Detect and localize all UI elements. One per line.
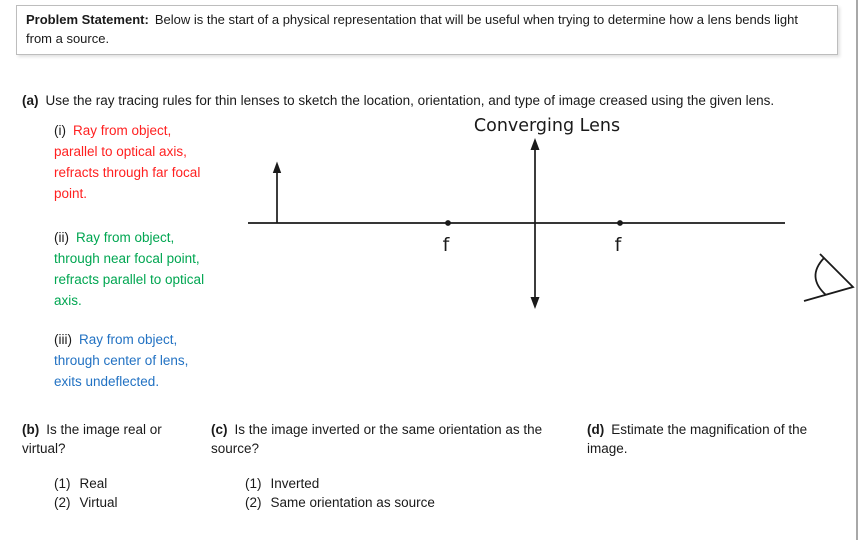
part-d-text: Estimate the magnification of the image. bbox=[587, 422, 808, 456]
part-b-option-1-text: Real bbox=[79, 476, 108, 491]
part-c-label: (c) bbox=[211, 422, 228, 437]
part-c-option-1: (1) Inverted bbox=[245, 475, 435, 494]
part-b-option-1-num: (1) bbox=[54, 476, 71, 491]
focal-point-left-dot bbox=[445, 220, 451, 226]
part-b-text: Is the image real or virtual? bbox=[22, 422, 162, 456]
part-c-options: (1) Inverted (2) Same orientation as sourc… bbox=[245, 475, 435, 512]
focal-point-right-dot bbox=[617, 220, 623, 226]
part-a-prompt: (a) Use the ray tracing rules for thin le… bbox=[22, 91, 802, 110]
part-b-option-2-text: Virtual bbox=[79, 494, 118, 510]
part-c-option-2-text: Same orientation as source bbox=[270, 494, 435, 510]
focal-left-label: f bbox=[443, 234, 451, 256]
part-b-option-2: (2) Virtual bbox=[54, 494, 118, 513]
part-b-options: (1) Real (2) Virtual bbox=[54, 475, 118, 512]
ray-rule-iii-text: Ray from object, through center of lens,… bbox=[54, 332, 189, 389]
ray-rule-ii-label: (ii) bbox=[54, 230, 69, 245]
part-c-question: (c)Is the image inverted or the same ori… bbox=[211, 421, 571, 458]
ray-rule-iii-label: (iii) bbox=[54, 332, 72, 347]
problem-statement-text: Below is the start of a physical represe… bbox=[26, 12, 798, 46]
part-c-option-1-text: Inverted bbox=[270, 476, 320, 491]
ray-rule-ii-text: Ray from object, through near focal poin… bbox=[54, 230, 205, 308]
diagram-title: Converging Lens bbox=[474, 116, 620, 136]
ray-rule-i-label: (i) bbox=[54, 123, 66, 138]
part-b-question: (b)Is the image real or virtual? bbox=[22, 421, 192, 458]
part-c-option-2-num: (2) bbox=[245, 494, 262, 510]
part-a-label: (a) bbox=[22, 92, 39, 108]
ray-rule-ii: (ii)Ray from object, through near focal … bbox=[54, 227, 254, 311]
part-b-option-2-num: (2) bbox=[54, 494, 71, 510]
problem-statement-box: Problem Statement:Below is the start of … bbox=[16, 5, 838, 55]
page-right-border bbox=[856, 0, 858, 540]
part-a-text: Use the ray tracing rules for thin lense… bbox=[45, 92, 775, 108]
part-d-question: (d)Estimate the magnification of the ima… bbox=[587, 421, 827, 458]
focal-right-label: f bbox=[615, 234, 623, 256]
part-c-option-2: (2) Same orientation as source bbox=[245, 494, 435, 513]
ray-rule-iii: (iii)Ray from object, through center of … bbox=[54, 329, 254, 392]
part-d-label: (d) bbox=[587, 422, 605, 437]
part-c-text: Is the image inverted or the same orient… bbox=[211, 422, 543, 456]
problem-statement-label: Problem Statement: bbox=[26, 12, 149, 27]
part-c-option-1-num: (1) bbox=[245, 476, 262, 491]
lens-double-arrow bbox=[530, 138, 540, 309]
eye-icon bbox=[803, 253, 855, 302]
object-arrow bbox=[272, 161, 282, 223]
ray-rule-i: (i)Ray from object, parallel to optical … bbox=[54, 120, 254, 204]
part-b-option-1: (1) Real bbox=[54, 475, 118, 494]
ray-rule-i-text: Ray from object, parallel to optical axi… bbox=[54, 123, 201, 201]
part-b-label: (b) bbox=[22, 422, 40, 437]
